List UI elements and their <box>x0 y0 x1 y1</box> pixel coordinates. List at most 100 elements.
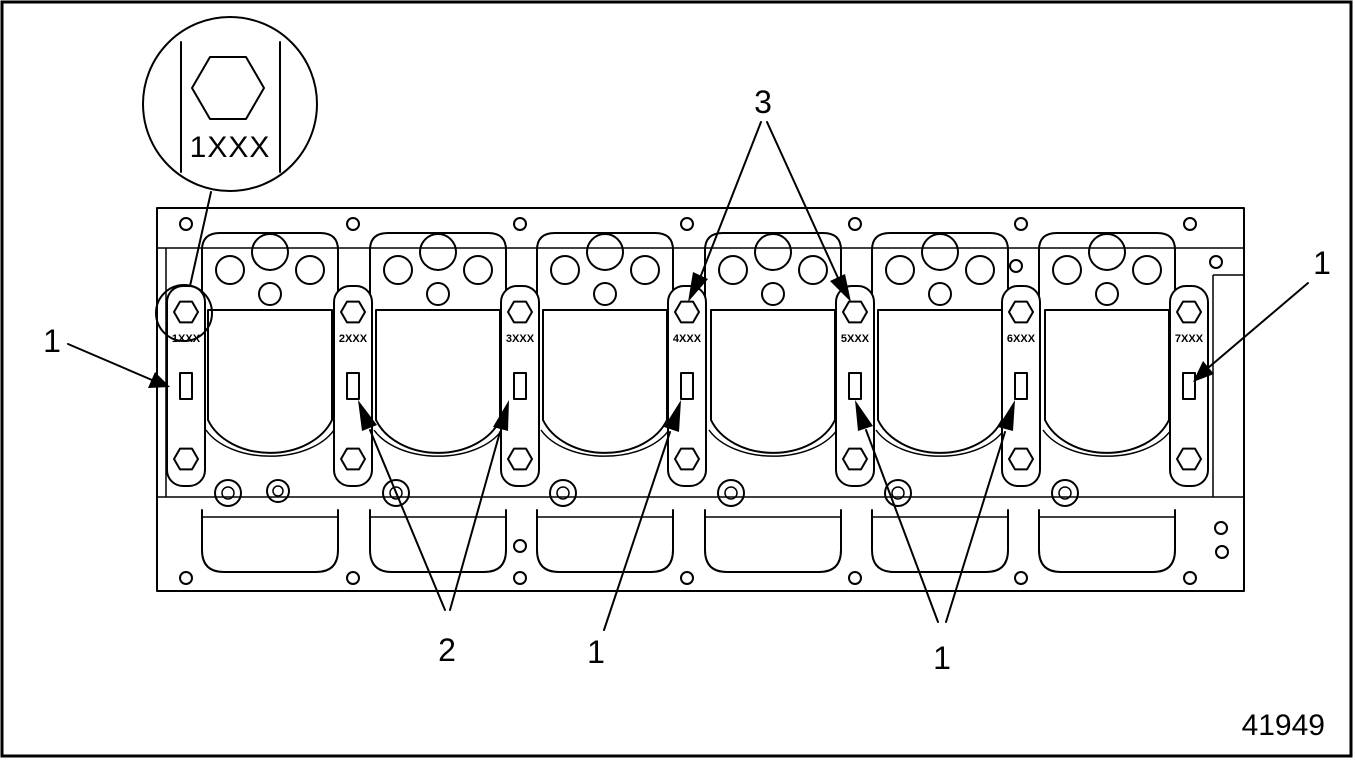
oil-gallery-inner <box>1058 486 1072 500</box>
cap-number-label: 3XXX <box>506 333 535 345</box>
coolant-hole <box>295 255 325 285</box>
zoom-magnifier-circle <box>142 16 318 192</box>
coolant-hole <box>885 255 915 285</box>
callout-bottom-right-number: 1 <box>933 640 951 676</box>
cap-tab-slot <box>1014 372 1028 400</box>
cap-body <box>333 285 373 487</box>
cylinder-bore <box>877 309 1003 454</box>
misc-hole <box>1214 521 1228 535</box>
cap-number-label: 1XXX <box>172 333 201 345</box>
crankcase-pocket <box>704 509 842 573</box>
callout-top-leader-b <box>766 121 839 279</box>
rail-bolt-hole <box>179 571 193 585</box>
oil-gallery-inner <box>221 486 235 500</box>
bore-lower-arc <box>373 429 503 457</box>
cap-bolt-hex-icon <box>1008 300 1034 324</box>
cap-number-label: 5XXX <box>841 333 870 345</box>
oil-gallery-ring <box>382 479 410 507</box>
crankcase-pocket <box>536 509 674 573</box>
misc-hole <box>1215 545 1229 559</box>
main-bearing-cap: 6XXX <box>1001 285 1041 487</box>
main-bearing-cap: 2XXX <box>333 285 373 487</box>
cap-number-label: 2XXX <box>339 333 368 345</box>
coolant-hole-small <box>426 282 450 306</box>
rail-bolt-hole <box>848 571 862 585</box>
deck-bolt-hole <box>346 217 360 231</box>
cap-body <box>1001 285 1041 487</box>
cap-tab-slot <box>513 372 527 400</box>
cylinder-bay <box>536 232 674 573</box>
coolant-hole <box>1052 255 1082 285</box>
cap-body <box>1169 285 1209 487</box>
crankcase-pocket <box>871 509 1009 573</box>
rail-bolt-hole <box>513 571 527 585</box>
cylinder-bay <box>369 232 507 573</box>
coolant-hole-large <box>251 233 289 271</box>
cap-body <box>667 285 707 487</box>
oil-gallery-ring <box>1051 479 1079 507</box>
coolant-hole-small <box>928 282 952 306</box>
coolant-hole-small <box>1095 282 1119 306</box>
block-bolt-holes <box>179 217 1229 585</box>
oil-gallery-inner <box>556 486 570 500</box>
callout-right-number: 1 <box>1313 245 1331 281</box>
cylinder-bore <box>710 309 836 454</box>
cylinder-bore <box>207 309 333 454</box>
callout-top-arrowhead-b <box>830 274 851 302</box>
block-outline <box>156 207 1245 592</box>
cylinder-bore <box>375 309 501 454</box>
callout-bottom-left-arrowhead-a <box>358 400 377 431</box>
cap-bolt-hex-icon <box>507 300 533 324</box>
bore-lower-arc <box>875 429 1005 457</box>
coolant-hole <box>550 255 580 285</box>
oil-gallery-inner <box>891 486 905 500</box>
cap-bolt-hex-icon <box>1176 447 1202 471</box>
cap-number-label: 4XXX <box>673 333 702 345</box>
callout-bottom-left-leader-a <box>369 429 446 611</box>
cap-tab-slot <box>179 372 193 400</box>
cap-bolt-hex-icon <box>674 300 700 324</box>
cap-tab-slot <box>680 372 694 400</box>
coolant-hole <box>215 255 245 285</box>
cap-tab-slot <box>848 372 862 400</box>
coolant-hole-small <box>593 282 617 306</box>
cap-tab-slot <box>346 372 360 400</box>
figure-number: 41949 <box>1242 709 1325 742</box>
deck-bolt-hole <box>179 217 193 231</box>
zoom-leader-line <box>189 191 212 287</box>
coolant-hole <box>383 255 413 285</box>
coolant-hole <box>718 255 748 285</box>
callout-right-leader <box>1207 282 1309 369</box>
callout-left: 1 <box>43 323 170 388</box>
cap-number-label: 6XXX <box>1007 333 1036 345</box>
oil-gallery-ring <box>214 479 242 507</box>
misc-hole <box>513 539 527 553</box>
callout-top: 3 <box>688 84 851 302</box>
zoom-source-circle <box>155 284 213 342</box>
cap-bolt-hex-icon <box>173 447 199 471</box>
rail-bolt-hole <box>680 571 694 585</box>
oil-gallery-inner <box>724 486 738 500</box>
rail-bolt-hole <box>346 571 360 585</box>
callout-bottom-right-leader-b <box>945 431 1006 623</box>
cylinder-bays <box>201 232 1176 573</box>
callout-top-arrowhead-a <box>688 272 708 302</box>
cap-body <box>500 285 540 487</box>
callout-bottom-left: 2 <box>358 400 509 668</box>
misc-hole <box>1209 255 1223 269</box>
callout-bottom-right: 1 <box>855 400 1015 676</box>
bore-lower-arc <box>540 429 670 457</box>
cylinder-bore <box>542 309 668 454</box>
callout-bottom-center-number: 1 <box>587 634 605 670</box>
deck-bolt-hole <box>848 217 862 231</box>
cap-bolt-hex-icon <box>1008 447 1034 471</box>
main-bearing-cap: 7XXX <box>1169 285 1209 487</box>
cylinder-bay <box>704 232 842 573</box>
callout-right-arrowhead <box>1193 361 1214 382</box>
crankcase-pocket <box>369 509 507 573</box>
coolant-hole-small <box>258 282 282 306</box>
main-bearing-cap: 5XXX <box>835 285 875 487</box>
coolant-hole-large <box>754 233 792 271</box>
main-bearing-cap: 1XXX <box>166 285 206 487</box>
